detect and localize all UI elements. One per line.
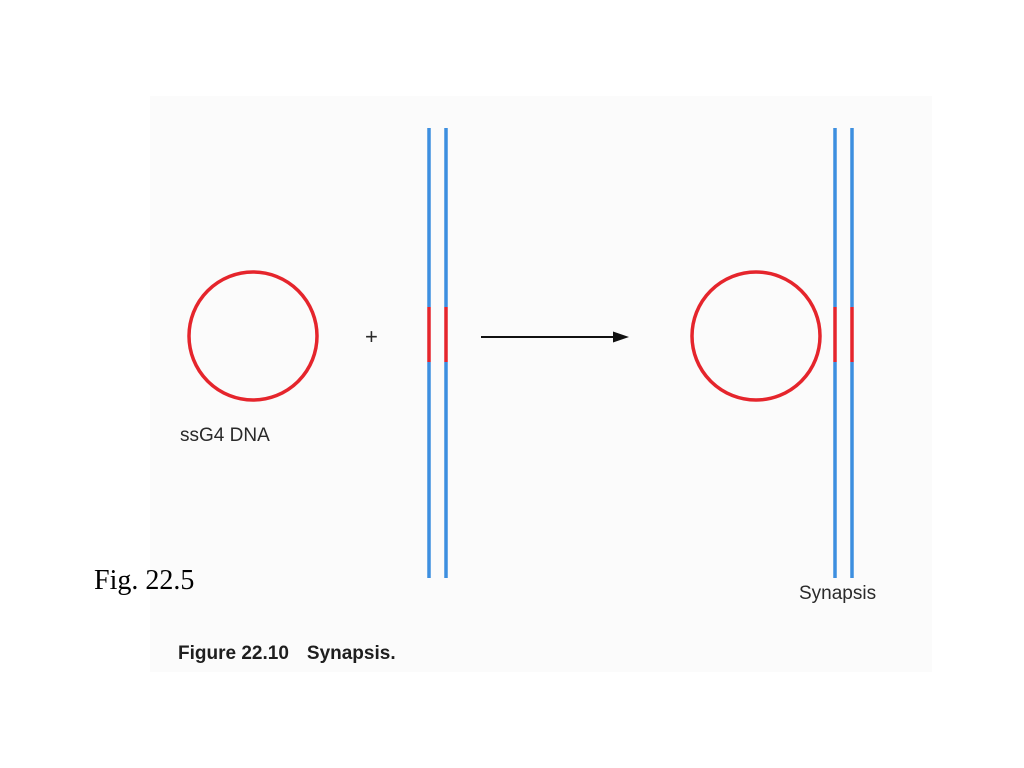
paired-ssg4-circle: [690, 270, 822, 402]
duplex-dna-left: [427, 128, 448, 578]
figure-panel: [150, 96, 932, 672]
slide-figure-label: Fig. 22.5: [94, 565, 195, 596]
plus-sign: +: [365, 324, 378, 349]
synapsis-label: Synapsis: [799, 583, 877, 604]
arrow-head: [613, 331, 629, 343]
ssg4-dna-circle: [187, 270, 319, 402]
caption-number: Figure 22.10: [178, 643, 289, 664]
ssg4-dna-label: ssG4 DNA: [180, 425, 270, 446]
duplex-dna-right: [833, 128, 854, 578]
reaction-arrow: [481, 331, 629, 343]
caption-title: Synapsis.: [306, 643, 396, 664]
figure-caption: Figure 22.10 Synapsis.: [178, 643, 396, 665]
